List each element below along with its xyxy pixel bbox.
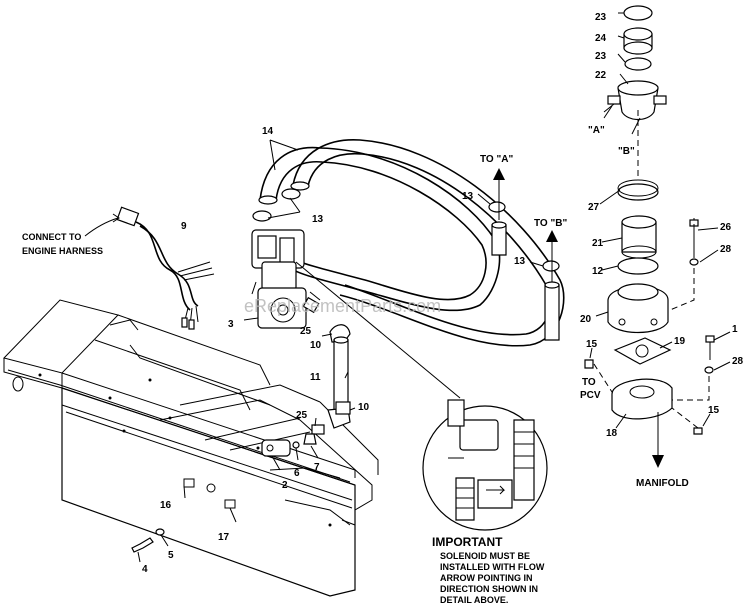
callout-18: 18	[606, 428, 618, 439]
mixer-assembly	[584, 110, 731, 468]
callout-24: 24	[595, 33, 607, 44]
callout-28-top: 28	[720, 244, 732, 255]
small-hardware	[131, 433, 319, 563]
to-pcv-line1: TO	[582, 377, 596, 388]
callout-17: 17	[218, 532, 230, 543]
callout-12: 12	[592, 266, 604, 277]
callout-25-lower: 25	[296, 410, 308, 421]
callout-13-left: 13	[312, 214, 324, 225]
callout-15-left: 15	[586, 339, 598, 350]
callout-10-upper: 10	[310, 340, 322, 351]
labels: 23 24 23 22 "A" "B" 14 TO "A" TO "B" 13 …	[22, 12, 744, 605]
watermark: eReplacementParts.com	[244, 296, 441, 316]
callout-26: 26	[720, 222, 732, 233]
callout-20: 20	[580, 314, 592, 325]
callout-6: 6	[294, 468, 300, 479]
flow-arrows	[493, 168, 558, 282]
important-heading: IMPORTANT	[432, 535, 503, 549]
connect-label-line2: ENGINE HARNESS	[22, 246, 103, 256]
to-pcv-line2: PCV	[580, 390, 601, 401]
wire-harness	[84, 206, 215, 330]
port-a-label: "A"	[588, 125, 605, 136]
callout-4: 4	[142, 564, 148, 575]
port-b-label: "B"	[618, 146, 635, 157]
callout-9: 9	[181, 221, 187, 232]
note-line-1: SOLENOID MUST BE	[440, 551, 530, 561]
manifold-label: MANIFOLD	[636, 478, 689, 489]
callout-21: 21	[592, 238, 604, 249]
callout-22: 22	[595, 70, 607, 81]
callout-3: 3	[228, 319, 234, 330]
note-line-2: INSTALLED WITH FLOW	[440, 562, 545, 572]
callout-19: 19	[674, 336, 686, 347]
callout-16: 16	[160, 500, 172, 511]
callout-23-top: 23	[595, 12, 607, 23]
callout-10-lower: 10	[358, 402, 370, 413]
callout-2: 2	[282, 480, 288, 491]
callout-13-right-a: 13	[462, 191, 474, 202]
hose-clamps	[252, 188, 560, 272]
callout-13-right-b: 13	[514, 256, 526, 267]
callout-7: 7	[314, 462, 320, 473]
callout-25-upper: 25	[300, 326, 312, 337]
detail-view	[422, 399, 548, 531]
connect-label-line1: CONNECT TO	[22, 232, 81, 242]
note-line-3: ARROW POINTING IN	[440, 573, 533, 583]
solenoid-valve-assembly	[243, 229, 461, 399]
note-line-4: DIRECTION SHOWN IN	[440, 584, 538, 594]
base-frame	[3, 299, 379, 597]
fittings	[302, 296, 356, 435]
callout-1: 1	[732, 324, 738, 335]
note-line-5: DETAIL ABOVE.	[440, 595, 508, 605]
callout-15-right: 15	[708, 405, 720, 416]
callout-27: 27	[588, 202, 600, 213]
callout-28-lower: 28	[732, 356, 744, 367]
to-a-label: TO "A"	[480, 154, 513, 165]
callout-14: 14	[262, 126, 274, 137]
hoses	[258, 139, 565, 347]
callout-5: 5	[168, 550, 174, 561]
callout-23-lower: 23	[595, 51, 607, 62]
mixer-top-assembly	[603, 5, 667, 135]
to-b-label: TO "B"	[534, 218, 567, 229]
callout-11: 11	[310, 372, 321, 383]
